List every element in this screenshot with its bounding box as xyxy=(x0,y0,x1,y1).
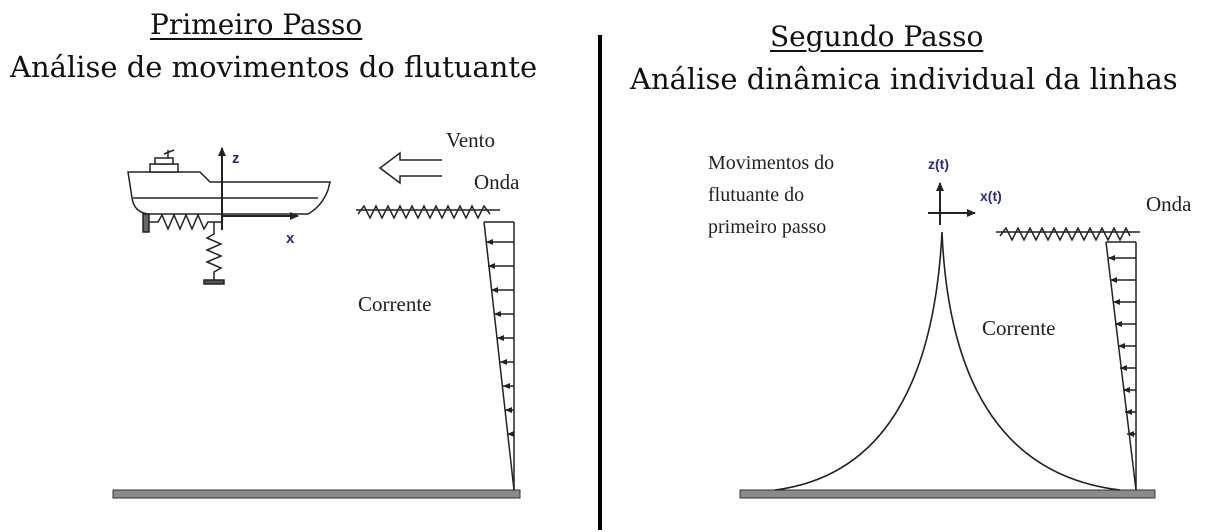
axis-x-label-right: x(t) xyxy=(980,188,1002,204)
motions-label-line3: primeiro passo xyxy=(708,216,827,238)
axis-z-label-left: z xyxy=(232,150,240,167)
current-profile-right xyxy=(1105,241,1137,491)
wave-icon-right xyxy=(996,226,1140,242)
wind-arrow-icon xyxy=(378,151,442,185)
wave-label-left: Onda xyxy=(474,170,520,194)
step1-diagram xyxy=(112,147,521,499)
axis-x-label-left: x xyxy=(286,230,295,247)
wave-icon-left xyxy=(356,204,500,220)
motions-label-line2: flutuante do xyxy=(708,184,805,206)
horizontal-spring-icon xyxy=(142,213,222,233)
vertical-spring-icon xyxy=(203,222,225,285)
step1-subtitle: Análise de movimentos do flutuante xyxy=(10,50,538,84)
riser-line xyxy=(774,231,1121,491)
wave-label-right: Onda xyxy=(1146,192,1192,216)
step2-subtitle: Análise dinâmica individual da linhas xyxy=(630,62,1178,96)
current-profile-left xyxy=(483,221,515,491)
axis-z-label-right: z(t) xyxy=(928,156,949,172)
seabed-left xyxy=(112,489,521,499)
current-label-left: Corrente xyxy=(358,292,432,316)
step2-diagram xyxy=(739,182,1156,499)
motions-label-line1: Movimentos do xyxy=(708,152,835,174)
step1-heading: Primeiro Passo xyxy=(150,8,363,41)
seabed-right xyxy=(739,489,1156,499)
step2-heading: Segundo Passo xyxy=(770,20,984,53)
vessel-icon xyxy=(127,149,331,215)
wind-label: Vento xyxy=(446,128,495,152)
current-label-right: Corrente xyxy=(982,316,1056,340)
